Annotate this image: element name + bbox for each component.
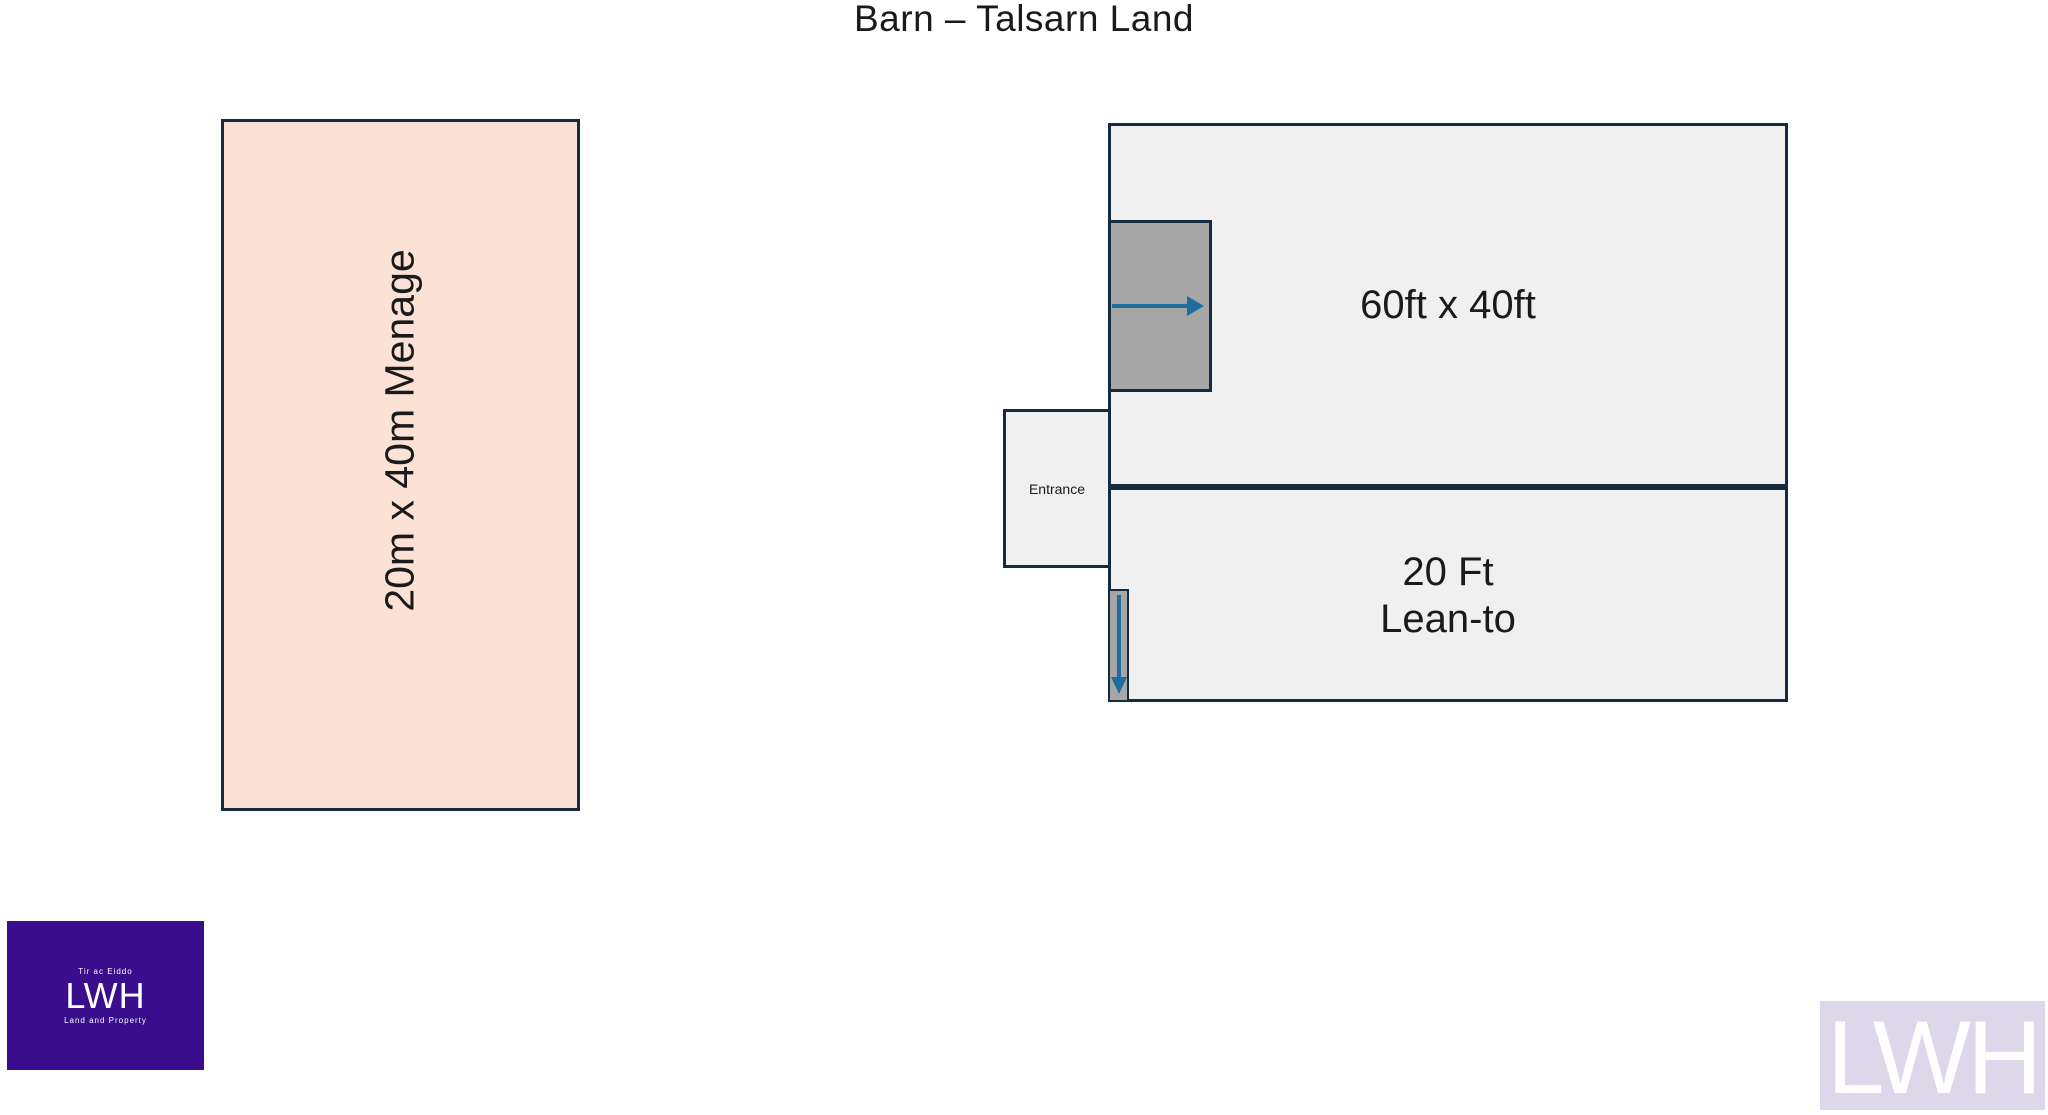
barn-outline xyxy=(1108,123,1788,702)
entrance-label: Entrance xyxy=(1028,480,1086,497)
lwh-logo: Tir ac Eiddo LWH Land and Property xyxy=(7,921,204,1070)
down-arrow-icon xyxy=(1110,677,1127,694)
down-arrow-shaft-icon xyxy=(1116,595,1121,677)
page-title: Barn – Talsarn Land xyxy=(854,0,1194,39)
lwh-watermark: LWH xyxy=(1820,1001,2045,1110)
logo-initials: LWH xyxy=(65,974,146,1016)
barn-leanto-divider-wall xyxy=(1108,484,1788,490)
watermark-text: LWH xyxy=(1826,1001,2042,1110)
right-arrow-icon xyxy=(1187,296,1204,316)
logo-tagline-top: Tir ac Eiddo xyxy=(78,966,133,976)
leanto-label: 20 Ft Lean-to xyxy=(1380,550,1516,641)
logo-tagline-bottom: Land and Property xyxy=(64,1015,147,1025)
entrance-porch: Entrance xyxy=(1003,409,1108,568)
menage-label: 20m x 40m Menage xyxy=(377,248,424,612)
right-arrow-shaft-icon xyxy=(1112,304,1189,308)
barn-main-label: 60ft x 40ft xyxy=(1360,282,1536,327)
menage-rectangle: 20m x 40m Menage xyxy=(221,119,580,811)
leanto-door xyxy=(1108,589,1129,702)
barn-sliding-door xyxy=(1108,220,1212,392)
